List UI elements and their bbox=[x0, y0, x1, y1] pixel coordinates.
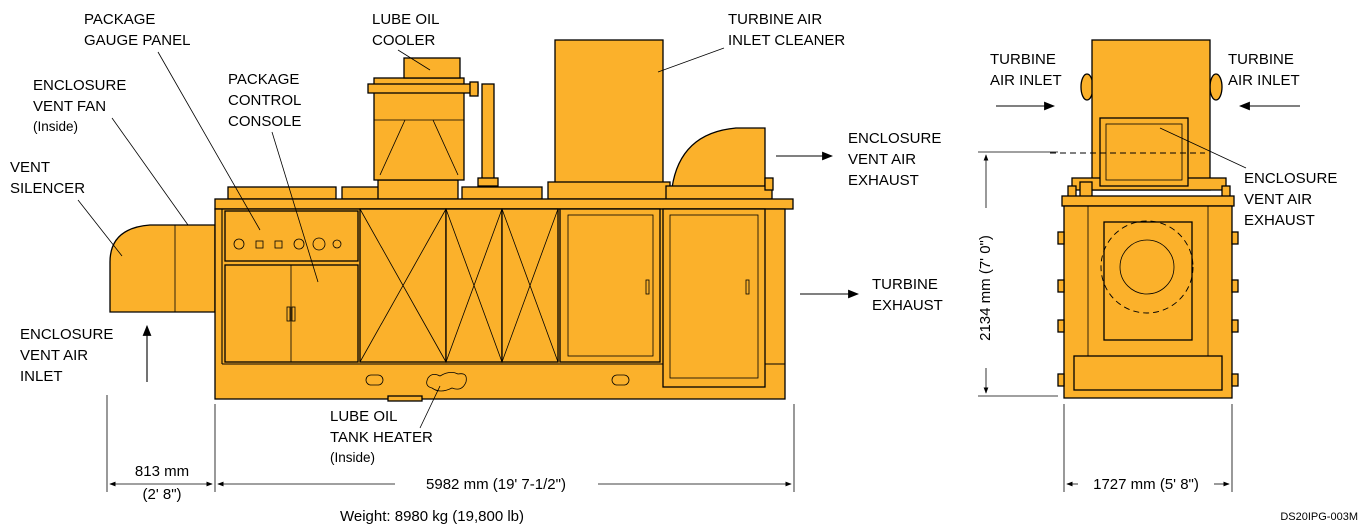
control-console-leader bbox=[271, 131, 319, 283]
silencer-length-ft: (2' 8") bbox=[142, 486, 181, 503]
enclosure-vent-fan-inside-label: (Inside) bbox=[33, 119, 78, 134]
deck-plate bbox=[461, 186, 543, 200]
package-height-label: 2134 mm (7' 0") bbox=[977, 235, 994, 341]
end-view bbox=[1050, 39, 1239, 399]
vent-silencer-label: VENT SILENCER bbox=[10, 159, 85, 197]
lube-oil-tank-heater-label: LUBE OIL TANK HEATER bbox=[330, 408, 433, 446]
package-width-label: 1727 mm (5' 8") bbox=[1093, 476, 1199, 493]
end-view-dimensions: 2134 mm (7' 0") 1727 mm (5' 8") DS20IPG-… bbox=[977, 151, 1358, 523]
air-inlet-cleaner-leader bbox=[657, 47, 725, 73]
main-enclosure bbox=[214, 198, 794, 402]
silencer-length-mm: 813 mm bbox=[135, 463, 189, 480]
vent-silencer bbox=[109, 224, 216, 313]
drawing-id: DS20IPG-003M bbox=[1280, 511, 1358, 523]
side-view-dimensions: 813 mm (2' 8") 5982 mm (19' 7-1/2") Weig… bbox=[106, 395, 795, 525]
turbine-air-inlet-right-label: TURBINE AIR INLET bbox=[1228, 51, 1300, 89]
lube-oil-cooler-label: LUBE OIL COOLER bbox=[372, 11, 443, 49]
turbine-air-inlet-cleaner-label: TURBINE AIR INLET CLEANER bbox=[728, 11, 845, 49]
enclosure-vent-air-inlet-label: ENCLOSURE VENT AIR INLET bbox=[20, 326, 118, 385]
enclosure-vent-fan-hood bbox=[665, 127, 774, 200]
end-view-vent-exhaust-box bbox=[1099, 117, 1189, 187]
end-view-labels: TURBINE AIR INLET TURBINE AIR INLET ENCL… bbox=[990, 51, 1342, 229]
enclosure-vent-fan-label: ENCLOSURE VENT FAN bbox=[33, 77, 131, 115]
end-enclosure-vent-air-exhaust-label: ENCLOSURE VENT AIR EXHAUST bbox=[1244, 170, 1342, 229]
lube-oil-cooler bbox=[367, 57, 499, 200]
enclosure-vent-air-exhaust-label: ENCLOSURE VENT AIR EXHAUST bbox=[848, 130, 946, 189]
side-view bbox=[109, 39, 794, 402]
turbine-air-inlet-cleaner bbox=[547, 39, 671, 200]
package-length-label: 5982 mm (19' 7-1/2") bbox=[426, 476, 566, 493]
lube-oil-tank-heater-inside-label: (Inside) bbox=[330, 450, 375, 465]
package-gauge-panel-label: PACKAGE GAUGE PANEL bbox=[84, 11, 190, 49]
turbine-exhaust-label: TURBINE EXHAUST bbox=[872, 276, 943, 314]
turbine-air-inlet-left-label: TURBINE AIR INLET bbox=[990, 51, 1062, 89]
tank-heater-leader bbox=[419, 385, 441, 429]
package-control-console-label: PACKAGE CONTROL CONSOLE bbox=[228, 71, 305, 130]
weight-label: Weight: 8980 kg (19,800 lb) bbox=[340, 508, 524, 525]
vent-silencer-leader bbox=[77, 199, 123, 257]
vent-fan-leader bbox=[111, 117, 189, 226]
lube-oil-cooler-leader bbox=[397, 49, 431, 71]
cooler-base-right bbox=[341, 186, 381, 200]
gauge-panel-leader bbox=[157, 51, 261, 231]
cooler-base-left bbox=[227, 186, 337, 200]
end-vent-exhaust-leader bbox=[1159, 127, 1247, 169]
side-view-labels: PACKAGE GAUGE PANEL LUBE OIL COOLER TURB… bbox=[10, 11, 946, 465]
